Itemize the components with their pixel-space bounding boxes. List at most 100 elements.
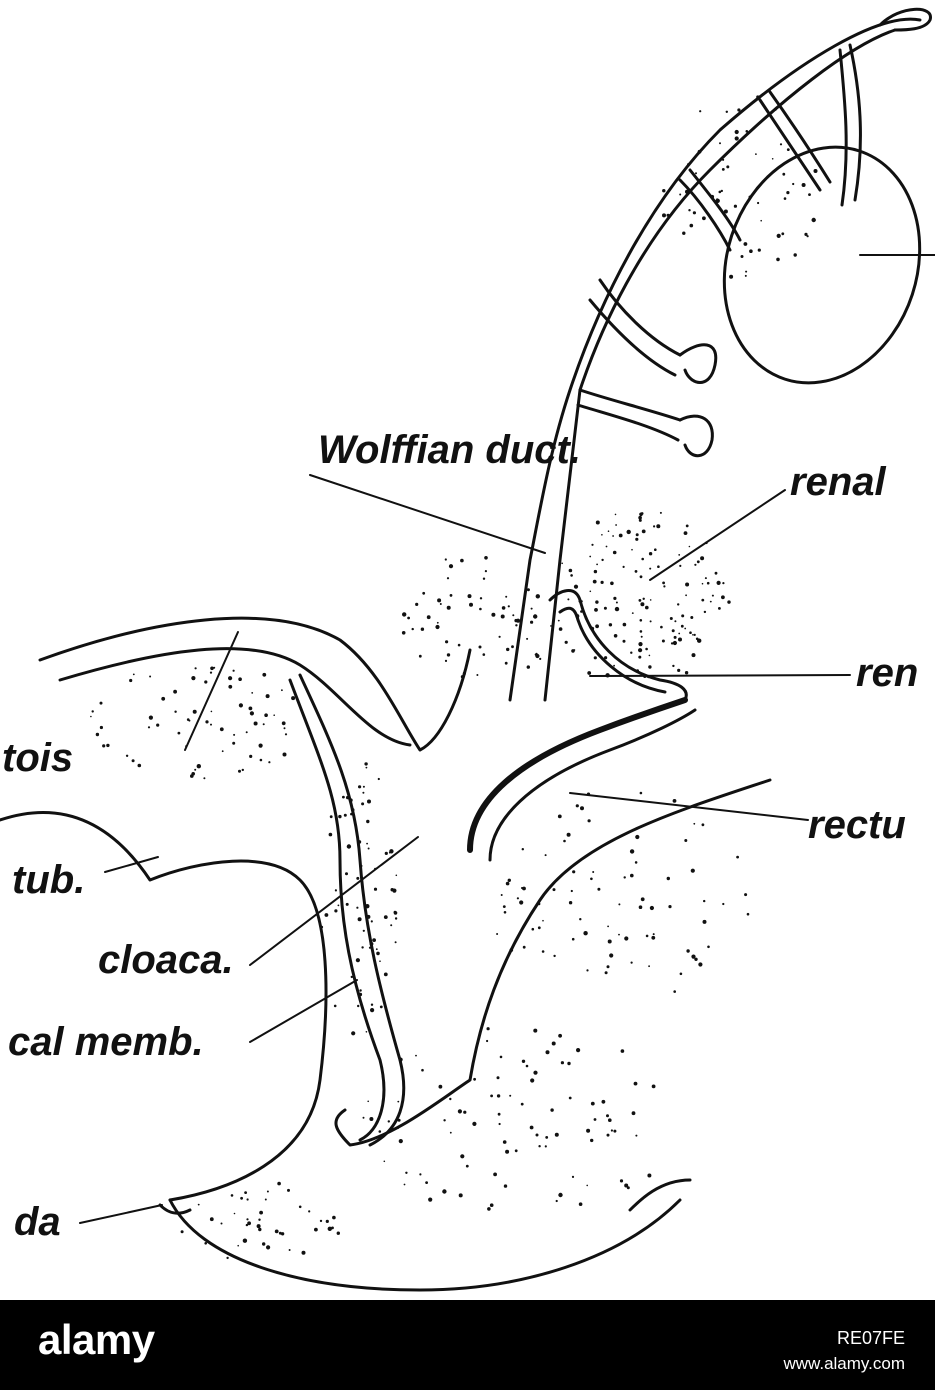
allantois-wall	[58, 647, 412, 747]
stipple-dot	[578, 599, 582, 603]
stipple-dot	[197, 1203, 200, 1206]
stipple-dot	[545, 1136, 549, 1139]
stipple-dot	[241, 768, 244, 772]
stipple-dot	[721, 168, 725, 171]
stipple-dot	[618, 933, 620, 936]
stipple-dot	[99, 701, 103, 705]
stipple-dot	[626, 1186, 630, 1190]
stipple-dot	[670, 642, 674, 645]
mesonephric-tubule	[598, 278, 682, 357]
stipple-dot	[614, 513, 617, 516]
stipple-dot	[677, 668, 681, 673]
stipple-dot	[688, 209, 691, 212]
gonad	[722, 145, 922, 385]
stipple-dot	[678, 632, 681, 635]
stipple-dot	[567, 1061, 571, 1066]
stipple-dot	[638, 515, 642, 520]
stipple-dot	[594, 608, 598, 612]
stipple-dot	[541, 950, 545, 953]
leader-line	[589, 674, 851, 677]
stipple-dot	[249, 754, 253, 759]
stipple-dot	[564, 640, 568, 644]
stipple-dot	[503, 911, 507, 914]
stipple-dot	[782, 172, 786, 176]
stipple-dot	[237, 1244, 239, 1247]
stipple-dot	[571, 937, 575, 941]
stipple-dot	[705, 541, 708, 545]
stipple-dot	[383, 1160, 386, 1163]
stipple-dot	[590, 1138, 594, 1143]
stipple-dot	[378, 1130, 382, 1133]
stipple-dot	[694, 957, 698, 961]
stipple-dot	[472, 1121, 477, 1126]
stipple-dot	[402, 612, 407, 617]
stipple-dot	[568, 568, 573, 573]
stipple-dot	[209, 1217, 214, 1222]
stipple-dot	[690, 868, 695, 873]
stipple-dot	[699, 110, 702, 113]
stipple-dot	[458, 1193, 463, 1198]
cloacal-membrane	[298, 673, 406, 1147]
stipple-dot	[262, 723, 265, 726]
stipple-dot	[293, 690, 296, 693]
stipple-dot	[258, 1227, 262, 1232]
stipple-dot	[745, 270, 748, 273]
stipple-dot	[586, 792, 591, 796]
stipple-dot	[248, 706, 253, 711]
stipple-dot	[498, 635, 501, 638]
stipple-dot	[129, 678, 133, 683]
stipple-dot	[570, 574, 573, 577]
stipple-dot	[721, 595, 725, 600]
stipple-dot	[648, 665, 652, 669]
stipple-dot	[425, 1181, 428, 1184]
tail-outline	[158, 1203, 192, 1215]
stipple-dot	[369, 942, 374, 946]
stipple-dot	[525, 1064, 529, 1068]
stipple-dot	[242, 1238, 248, 1243]
stipple-dot	[530, 1078, 535, 1083]
stipple-dot	[370, 1003, 374, 1006]
stipple-dot	[694, 563, 697, 566]
stipple-dot	[740, 255, 744, 258]
stipple-dot	[703, 899, 706, 903]
stipple-dot	[426, 615, 431, 620]
stipple-dot	[505, 595, 508, 598]
stipple-dot	[190, 774, 194, 778]
stipple-dot	[346, 844, 352, 849]
stipple-dot	[722, 582, 725, 585]
stipple-dot	[484, 556, 488, 560]
stipple-dot	[684, 671, 689, 675]
stipple-dot	[349, 798, 353, 802]
stipple-dot	[631, 1111, 636, 1116]
stipple-dot	[734, 136, 739, 141]
stipple-dot	[697, 638, 702, 643]
stipple-dot	[793, 253, 797, 257]
stipple-dot	[808, 193, 811, 197]
stipple-dot	[194, 667, 197, 670]
stipple-dot	[343, 813, 347, 817]
stipple-dot	[756, 95, 760, 99]
diagram-drawing	[0, 7, 935, 1292]
stipple-dot	[673, 990, 676, 993]
stipple-dot	[622, 565, 625, 569]
stipple-dot	[504, 661, 508, 665]
stipple-dot	[693, 633, 696, 637]
stipple-dot	[615, 601, 618, 604]
stipple-dot	[505, 881, 510, 886]
stipple-dot	[379, 1005, 383, 1009]
stipple-dot	[684, 627, 687, 630]
glomerulus	[678, 343, 718, 384]
stipple-dot	[102, 744, 106, 748]
stipple-dot	[685, 594, 687, 597]
stipple-dot	[678, 554, 681, 556]
stipple-dot	[457, 1109, 462, 1114]
stipple-dot	[589, 555, 592, 558]
stipple-dot	[496, 1076, 500, 1080]
stipple-dot	[188, 719, 191, 722]
stipple-dot	[308, 1210, 311, 1213]
stipple-dot	[615, 524, 617, 526]
stipple-dot	[700, 556, 705, 561]
stipple-dot	[509, 948, 514, 952]
stipple-dot	[640, 897, 645, 902]
stipple-dot	[342, 795, 345, 799]
